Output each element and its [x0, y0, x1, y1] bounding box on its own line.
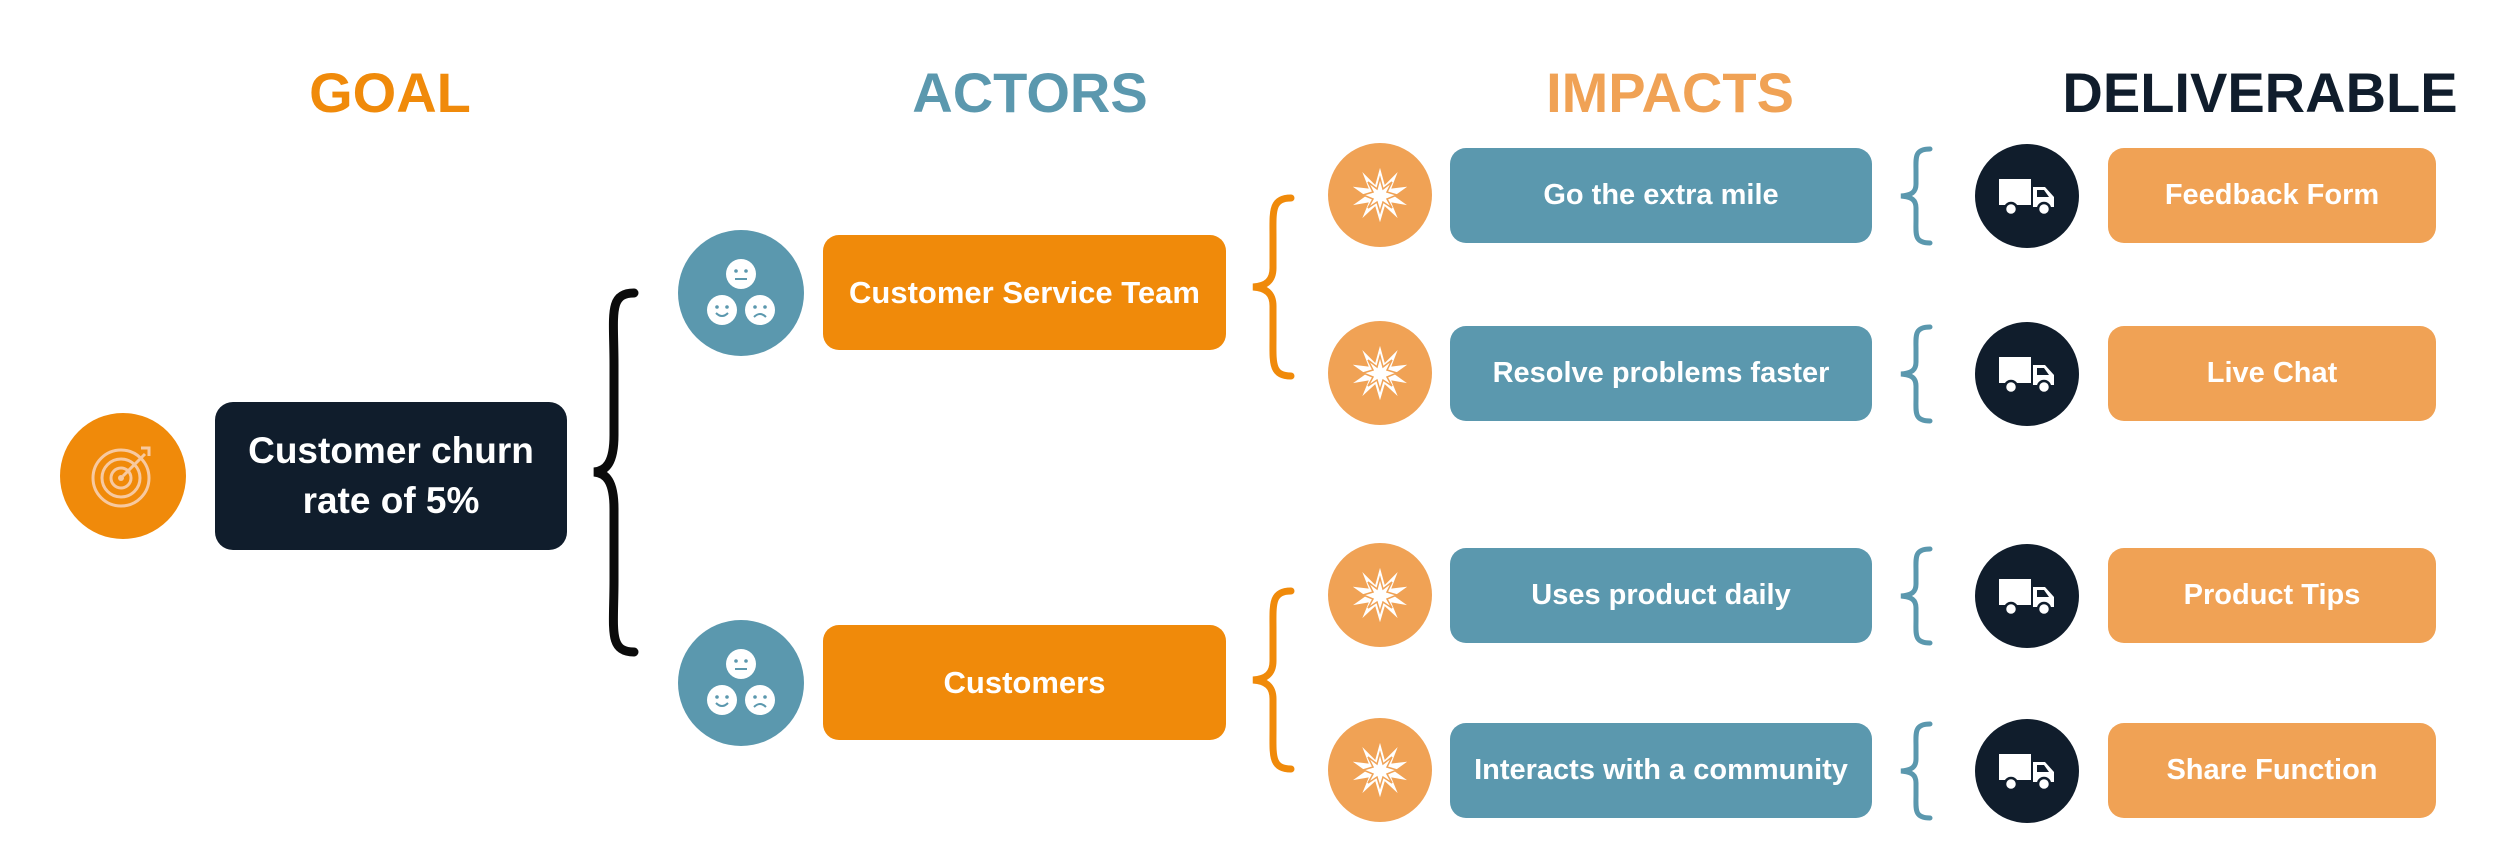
impact-icon-circle	[1328, 718, 1432, 822]
impact-brace-4	[1900, 721, 1933, 821]
impact-brace-1	[1900, 146, 1933, 246]
deliverable-icon-circle	[1975, 544, 2079, 648]
truck-icon	[1999, 357, 2054, 395]
actor-icon-circle	[678, 230, 804, 356]
impact-box-uses-product-daily: Uses product daily	[1450, 548, 1872, 643]
faces-icon	[707, 649, 775, 715]
header-impacts: IMPACTS	[1546, 61, 1794, 124]
impact-brace-2	[1900, 324, 1933, 424]
burst-icon	[1350, 164, 1410, 226]
goal-icon-circle	[60, 413, 186, 539]
header-actors: ACTORS	[912, 61, 1148, 124]
burst-icon	[1350, 739, 1410, 801]
target-icon	[91, 446, 151, 508]
burst-icon	[1350, 342, 1410, 404]
header-deliverable: DELIVERABLE	[2062, 61, 2458, 124]
actor-icon-circle	[678, 620, 804, 746]
header-goal: GOAL	[309, 61, 471, 124]
truck-icon	[1999, 754, 2054, 792]
impact-icon-circle	[1328, 321, 1432, 425]
deliverable-box-live-chat: Live Chat	[2108, 326, 2436, 421]
goal-box: Customer churn rate of 5%	[215, 402, 567, 550]
impact-box-resolve-problems-faster: Resolve problems faster	[1450, 326, 1872, 421]
impact-icon-circle	[1328, 143, 1432, 247]
deliverable-icon-circle	[1975, 144, 2079, 248]
goal-brace	[593, 288, 639, 657]
faces-icon	[707, 259, 775, 325]
actor-brace-1	[1252, 194, 1295, 380]
impact-box-interacts-with-a-community: Interacts with a community	[1450, 723, 1872, 818]
deliverable-box-product-tips: Product Tips	[2108, 548, 2436, 643]
actor-box-customers: Customers	[823, 625, 1226, 740]
impact-brace-3	[1900, 546, 1933, 646]
impact-box-go-the-extra-mile: Go the extra mile	[1450, 148, 1872, 243]
deliverable-box-share-function: Share Function	[2108, 723, 2436, 818]
actor-brace-2	[1252, 587, 1295, 773]
deliverable-box-feedback-form: Feedback Form	[2108, 148, 2436, 243]
actor-box-customer-service-team: Customer Service Team	[823, 235, 1226, 350]
truck-icon	[1999, 579, 2054, 617]
impact-icon-circle	[1328, 543, 1432, 647]
truck-icon	[1999, 179, 2054, 217]
deliverable-icon-circle	[1975, 719, 2079, 823]
burst-icon	[1350, 564, 1410, 626]
deliverable-icon-circle	[1975, 322, 2079, 426]
